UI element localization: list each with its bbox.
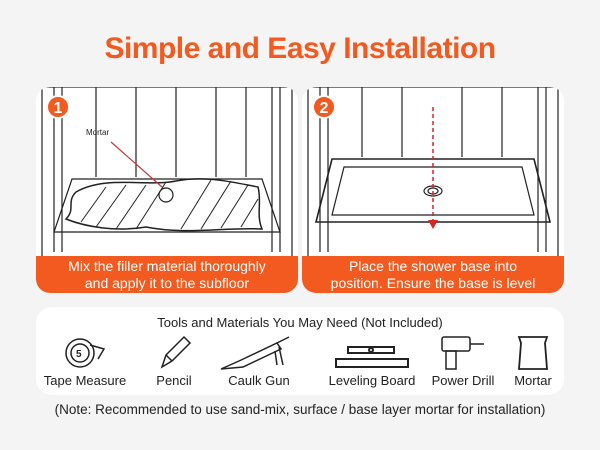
step-1-caption: Mix the filler material thoroughly and a… [36, 256, 298, 293]
tool-label: Mortar [514, 373, 552, 388]
step-2-caption: Place the shower base into position. Ens… [302, 256, 564, 293]
tape-measure-icon: 5 [65, 338, 106, 368]
pencil-icon [160, 335, 192, 369]
tool-caulk-gun: Caulk Gun [214, 335, 304, 388]
tool-tape-measure: 5 Tape Measure [42, 335, 128, 388]
mortar-bag-icon [517, 336, 549, 370]
tool-pencil: Pencil [144, 335, 204, 388]
step-number-1: 1 [46, 95, 70, 119]
svg-text:5: 5 [76, 349, 82, 360]
step-1-panel: 1 Mortar Mix the filler material thoroug… [36, 87, 298, 293]
tools-section: Tools and Materials You May Need (Not In… [36, 307, 564, 395]
step-2-panel: 2 Place the shower base into position. E… [302, 87, 564, 293]
leveling-board-icon [335, 346, 409, 368]
power-drill-icon [441, 336, 484, 370]
installation-note: (Note: Recommended to use sand-mix, surf… [54, 402, 546, 417]
mortar-label: Mortar [86, 128, 110, 137]
tool-label: Pencil [156, 373, 192, 388]
tool-mortar: Mortar [502, 335, 564, 388]
caption-line: and apply it to the subfloor [84, 275, 250, 291]
tool-leveling-board: Leveling Board [320, 335, 424, 388]
tool-power-drill: Power Drill [426, 335, 500, 388]
caulk-gun-icon [220, 336, 290, 370]
page-title: Simple and Easy Installation [104, 32, 496, 65]
tool-label: Caulk Gun [228, 373, 290, 388]
caption-line: Place the shower base into [348, 258, 518, 274]
tools-heading: Tools and Materials You May Need (Not In… [157, 315, 443, 330]
tool-label: Power Drill [431, 373, 495, 388]
step-number-2: 2 [312, 95, 336, 119]
caption-line: Mix the filler material thoroughly [68, 258, 266, 274]
tool-label: Tape Measure [43, 373, 127, 388]
caption-line: position. Ensure the base is level [330, 275, 536, 291]
tool-label: Leveling Board [328, 373, 416, 388]
